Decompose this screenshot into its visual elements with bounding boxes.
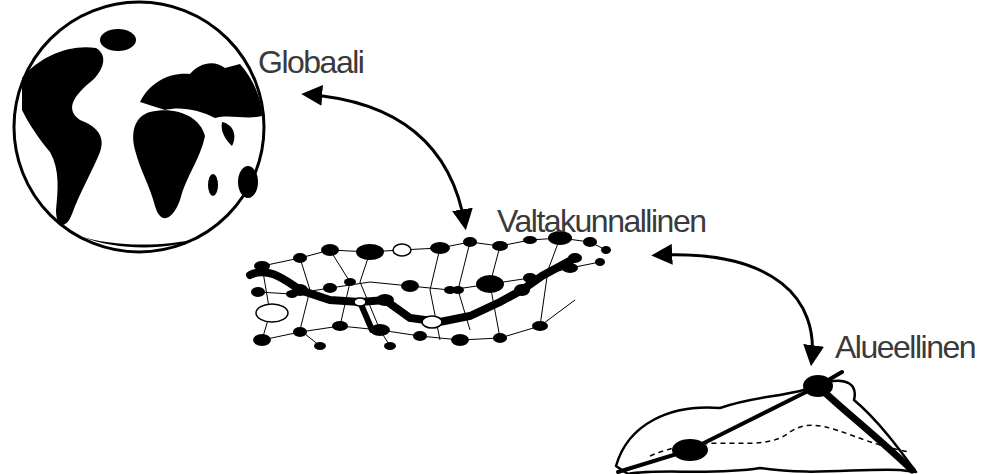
- region-map: [616, 372, 916, 474]
- double-arrow: [305, 94, 465, 226]
- level-label: Alueellinen: [835, 330, 975, 365]
- picture-node: Valtakunnallinen: [245, 232, 615, 354]
- network-picture: [250, 231, 611, 350]
- picture-node: Alueellinen: [610, 368, 920, 474]
- double-arrow: [655, 255, 812, 362]
- level-label: Valtakunnallinen: [497, 204, 705, 239]
- picture-node: Globaali: [14, 2, 264, 252]
- level-label: Globaali: [258, 45, 363, 80]
- globe-picture: [14, 2, 264, 252]
